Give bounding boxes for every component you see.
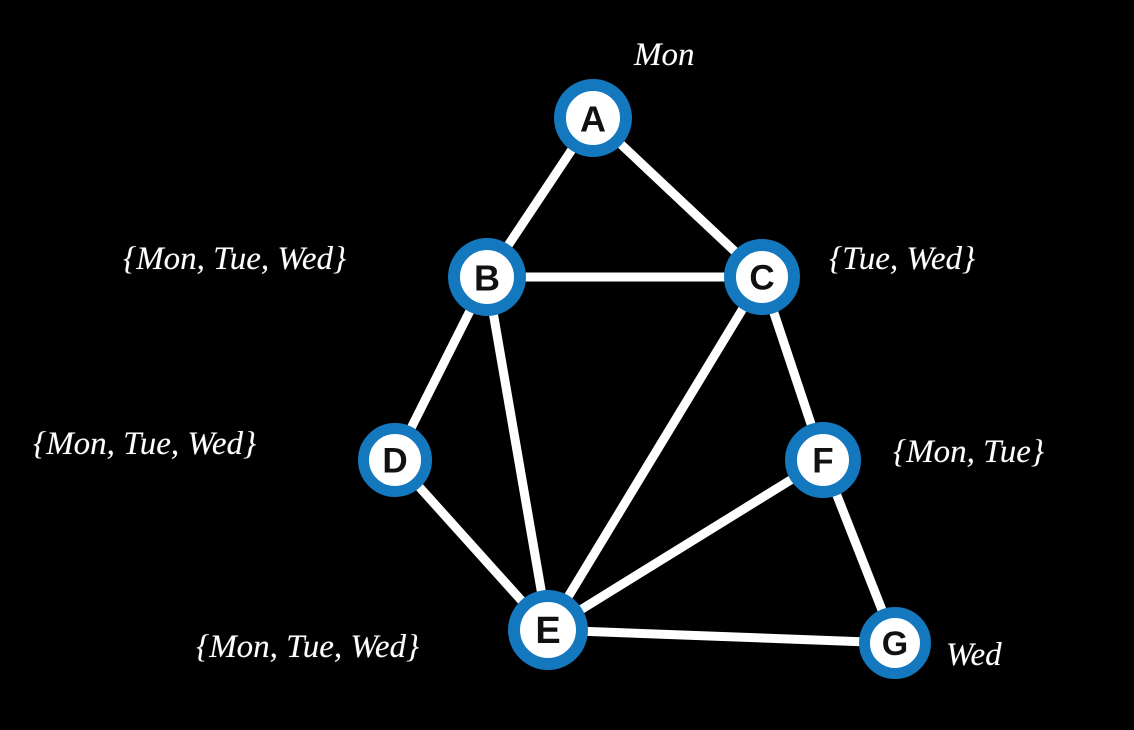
node-circle-b bbox=[448, 238, 526, 316]
graph-edge-b-d bbox=[406, 305, 475, 434]
node-letter-g: G bbox=[882, 625, 908, 663]
graph-edge-a-c bbox=[615, 138, 741, 257]
graph-node-a[interactable]: A bbox=[554, 79, 632, 157]
edge-layer bbox=[406, 138, 888, 647]
node-letter-e: E bbox=[535, 610, 560, 652]
graph-node-b[interactable]: B bbox=[448, 238, 526, 316]
graph-edge-c-f bbox=[768, 306, 817, 431]
graph-edge-d-e bbox=[413, 481, 528, 607]
graph-edge-a-b bbox=[503, 144, 577, 251]
node-circle-f bbox=[785, 422, 861, 498]
graph-edge-e-f bbox=[575, 474, 797, 615]
graph-node-e[interactable]: E bbox=[508, 590, 588, 670]
node-circle-e bbox=[508, 590, 588, 670]
domain-label-c: {Tue, Wed} bbox=[829, 241, 976, 277]
node-layer: A B C D E F G bbox=[358, 79, 931, 679]
graph-node-c[interactable]: C bbox=[724, 239, 800, 315]
node-letter-a: A bbox=[580, 99, 606, 140]
node-circle-d bbox=[358, 423, 432, 497]
graph-node-f[interactable]: F bbox=[785, 422, 861, 498]
domain-label-a: Mon bbox=[634, 37, 695, 73]
domain-label-g: Wed bbox=[946, 637, 1002, 673]
graph-edge-c-e bbox=[563, 303, 748, 603]
graph-node-g[interactable]: G bbox=[859, 607, 931, 679]
domain-label-e: {Mon, Tue, Wed} bbox=[196, 629, 420, 665]
graph-node-d[interactable]: D bbox=[358, 423, 432, 497]
node-letter-f: F bbox=[812, 442, 833, 481]
graph-edge-b-e bbox=[488, 308, 547, 598]
graph-edge-e-g bbox=[581, 626, 866, 647]
node-circle-c bbox=[724, 239, 800, 315]
domain-label-d: {Mon, Tue, Wed} bbox=[33, 426, 257, 462]
domain-label-f: {Mon, Tue} bbox=[893, 434, 1045, 470]
graph-edge-f-g bbox=[831, 489, 888, 616]
node-letter-b: B bbox=[474, 258, 500, 299]
domain-label-b: {Mon, Tue, Wed} bbox=[123, 241, 347, 277]
node-letter-d: D bbox=[382, 442, 407, 481]
node-circle-g bbox=[859, 607, 931, 679]
node-circle-a bbox=[554, 79, 632, 157]
node-letter-c: C bbox=[749, 259, 774, 298]
